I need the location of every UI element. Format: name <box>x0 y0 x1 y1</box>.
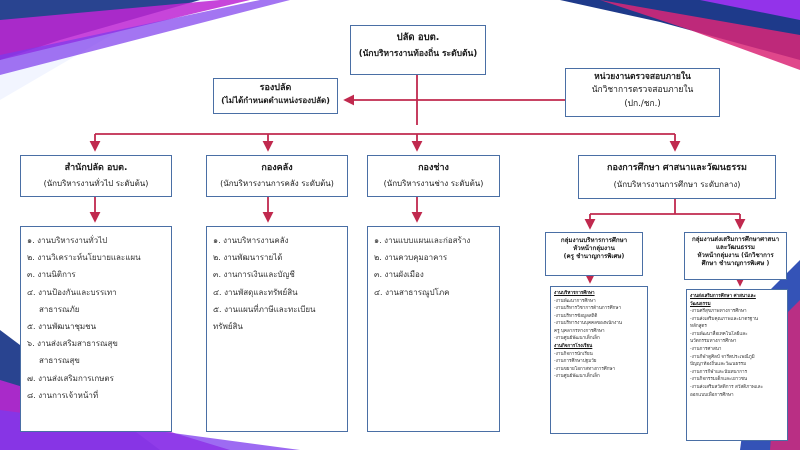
audit-line3: (ปก./ชก.) <box>624 98 661 109</box>
audit-line2: นักวิชาการตรวจสอบภายใน <box>591 85 694 96</box>
department-title: กองการศึกษา ศาสนาและวัฒนธรรม <box>607 163 747 173</box>
edu-group-line: หัวหน้ากลุ่มงาน <box>573 245 615 253</box>
list-item: ๒. งานควบคุมอาคาร <box>374 253 448 263</box>
task-list-finance: ๑. งานบริหารงานคลัง ๒. งานพัฒนารายได้ ๓.… <box>206 226 348 432</box>
list-item: ออกแบบเพื่อการศึกษา <box>690 392 734 398</box>
list-item: -งานบริหารงานบุคคลของพนักงาน <box>554 321 622 327</box>
list-heading: วัฒนธรรม <box>690 301 711 307</box>
task-list-engineering: ๑. งานแบบแผนและก่อสร้าง ๒. งานควบคุมอาคา… <box>367 226 500 432</box>
department-subtitle: (นักบริหารงานทั่วไป ระดับต้น) <box>43 179 149 189</box>
department-title: กองคลัง <box>261 163 293 173</box>
list-item: ๔. งานพัสดุและทรัพย์สิน <box>213 287 298 297</box>
edu-admin-task-list: งานบริหารการศึกษา -งานพัฒนาการศึกษา -งาน… <box>550 286 648 434</box>
list-item: นวัตกรรมทางการศึกษา <box>690 339 737 345</box>
list-item: -งานบริหารวิชาการด้านการศึกษา <box>554 306 622 312</box>
department-subtitle: (นักบริหารงานช่าง ระดับต้น) <box>383 179 484 189</box>
chief-title: ปลัด อบต. <box>396 32 440 43</box>
list-item: ๔. งานป้องกันและบรรเทา <box>27 287 117 297</box>
list-item: -งานกิจการนักเรียน <box>554 351 593 357</box>
list-item: -งานพัฒนาการศึกษา <box>554 298 596 304</box>
department-box-education: กองการศึกษา ศาสนาและวัฒนธรรม (นักบริหารง… <box>578 155 776 199</box>
edu-group-line: หัวหน้ากลุ่มงาน (นักวิชาการ <box>697 252 774 260</box>
list-item: ๓. งานผังเมือง <box>374 270 424 280</box>
list-item: ๔. งานสาธารณูปโภค <box>374 287 450 297</box>
list-item: ๑. งานบริหารงานคลัง <box>213 236 289 245</box>
list-item: ๘. งานการเจ้าหน้าที่ <box>27 390 99 400</box>
edu-group-line: กลุ่มงานส่งเสริมการศึกษาศาสนา <box>691 236 780 243</box>
edu-group-line: กลุ่มงานบริหารการศึกษา <box>560 237 628 244</box>
department-subtitle: (นักบริหารงานการคลัง ระดับต้น) <box>220 179 334 189</box>
edu-group-promotion-box: กลุ่มงานส่งเสริมการศึกษาศาสนา และวัฒนธรร… <box>684 232 787 280</box>
list-item: ๓. งานการเงินและบัญชี <box>213 270 295 280</box>
list-heading: งานส่งเสริมการศึกษา ศาสนาและ <box>690 294 756 299</box>
edu-promotion-task-list: งานส่งเสริมการศึกษา ศาสนาและ วัฒนธรรม -ง… <box>686 289 788 441</box>
list-item: ครู บุคลากรทางการศึกษา <box>554 328 605 334</box>
deputy-box: รองปลัด (ไม่ได้กำหนดตำแหน่งรองปลัด) <box>213 78 338 114</box>
list-item: -งานศูนย์พัฒนาเด็กเล็ก <box>554 374 600 380</box>
list-item: -งานกีฬาดูศิลป์ จารีตประเพณีภูมิ <box>690 354 755 360</box>
list-item: ๒. งานพัฒนารายได้ <box>213 253 283 263</box>
edu-group-line: และวัฒนธรรม <box>716 244 755 252</box>
internal-audit-box: หน่วยงานตรวจสอบภายใน นักวิชาการตรวจสอบภา… <box>565 68 720 117</box>
list-item: -งานศรีสุขภาพทางการศึกษา <box>690 309 747 315</box>
chief-subtitle: (นักบริหารงานท้องถิ่น ระดับต้น) <box>358 48 478 59</box>
list-item: -งานการกีฬาและนันทนาการ <box>690 369 748 375</box>
task-list-office: ๑. งานบริหารงานทั่วไป ๒. งานวิเคราะห์นโย… <box>20 226 172 432</box>
list-item: -งานบริหารข้อมูลสถิติ <box>554 313 598 319</box>
department-box-engineering: กองช่าง (นักบริหารงานช่าง ระดับต้น) <box>367 155 500 197</box>
department-box-office: สำนักปลัด อบต. (นักบริหารงานทั่วไป ระดับ… <box>20 155 172 197</box>
list-item: สาธารณสุข <box>39 356 80 366</box>
list-item: -งานส่งเสริมคุณภาพและมาตรฐาน <box>690 316 759 322</box>
edu-group-admin-box: กลุ่มงานบริหารการศึกษา หัวหน้ากลุ่มงาน (… <box>545 232 643 276</box>
list-item: ๕. งานแผนที่ภาษีและทะเบียน <box>213 304 316 314</box>
list-item: ๓. งานนิติการ <box>27 270 76 280</box>
chief-administrator-box: ปลัด อบต. (นักบริหารงานท้องถิ่น ระดับต้น… <box>350 25 486 75</box>
department-box-finance: กองคลัง (นักบริหารงานการคลัง ระดับต้น) <box>206 155 348 197</box>
list-item: ทรัพย์สิน <box>213 321 243 331</box>
list-item: -งานการศึกษาปฐมวัย <box>554 359 597 365</box>
edu-group-line: (ครู ชำนาญการพิเศษ) <box>563 253 625 261</box>
list-item: -งานการศาสนา <box>690 347 722 353</box>
list-heading: งานบริหารการศึกษา <box>554 291 595 296</box>
list-item: -งานพัฒนาสื่อเทคโนโลยีและ <box>690 331 748 337</box>
department-title: กองช่าง <box>418 163 449 173</box>
list-item: สาธารณภัย <box>39 304 80 314</box>
list-item: ๑. งานแบบแผนและก่อสร้าง <box>374 236 471 245</box>
department-title: สำนักปลัด อบต. <box>64 163 128 173</box>
audit-line1: หน่วยงานตรวจสอบภายใน <box>594 72 691 82</box>
list-heading: งานกิจการโรงเรียน <box>554 344 593 350</box>
list-item: ๖. งานส่งเสริมสาธารณสุข <box>27 339 118 349</box>
deputy-subtitle: (ไม่ได้กำหนดตำแหน่งรองปลัด) <box>221 96 330 106</box>
department-subtitle: (นักบริหารงานการศึกษา ระดับกลาง) <box>613 180 741 190</box>
list-item: ๒. งานวิเคราะห์นโยบายและแผน <box>27 253 141 263</box>
list-item: -งานกิจกรรมเด็กและเยาวชน <box>690 377 748 383</box>
list-item: -งานศูนย์พัฒนาเด็กเล็ก <box>554 336 600 342</box>
edu-group-line: ศึกษา ชำนาญการพิเศษ ) <box>701 260 770 268</box>
list-item: ๕. งานพัฒนาชุมชน <box>27 321 97 331</box>
list-item: หลักสูตร <box>690 324 707 330</box>
list-item: ปัญญาท้องถิ่นและวัฒนธรรม <box>690 362 747 368</box>
list-item: -งานส่งเสริมสวัสดิการ สวัสดิภาพและ <box>690 384 764 390</box>
list-item: -งานขยายโอกาสทางการศึกษา <box>554 366 616 372</box>
list-item: ๑. งานบริหารงานทั่วไป <box>27 236 108 245</box>
deputy-title: รองปลัด <box>259 83 292 93</box>
list-item: ๗. งานส่งเสริมการเกษตร <box>27 373 114 383</box>
